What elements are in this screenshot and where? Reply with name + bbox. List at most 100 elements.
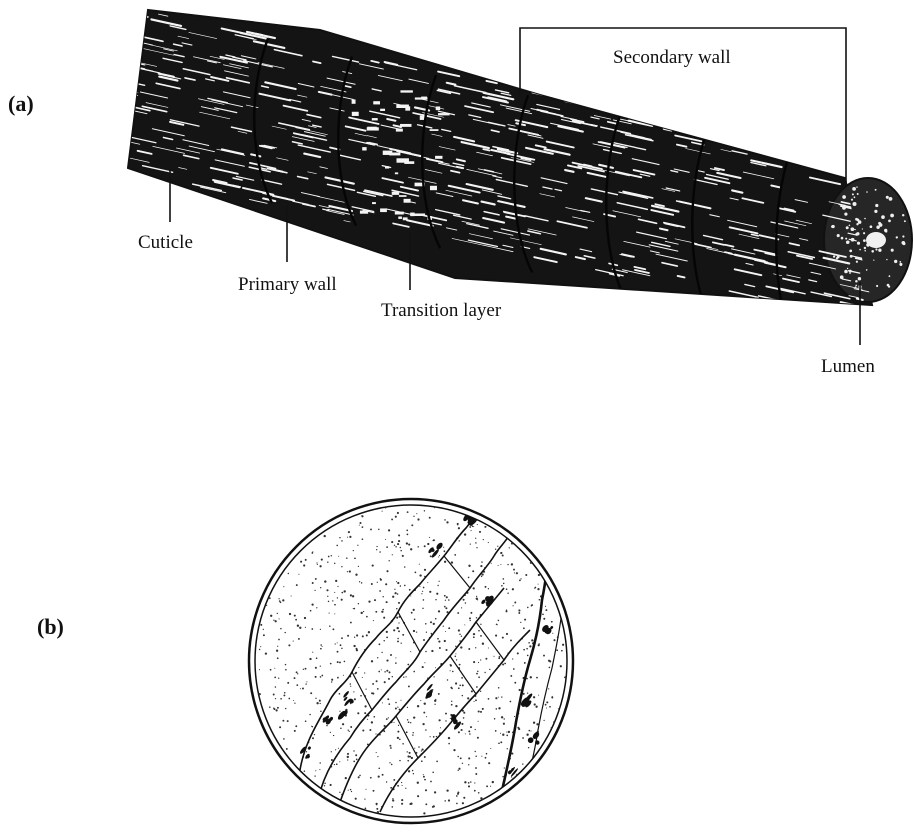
end-face-speck [846, 241, 850, 245]
stipple-dot [376, 549, 377, 550]
stipple-dot [482, 643, 484, 645]
stipple-dot [527, 607, 529, 609]
stipple-dot [484, 672, 485, 673]
stipple-dot [270, 669, 272, 671]
stipple-dot [497, 546, 498, 547]
fiber-streak [817, 150, 832, 153]
stipple-dot [459, 664, 461, 666]
stipple-dot [377, 657, 378, 658]
stipple-dot [395, 702, 397, 704]
stipple-dot [490, 786, 491, 787]
stipple-dot [274, 677, 276, 679]
stipple-dot [534, 703, 536, 705]
stipple-dot [381, 669, 382, 670]
stipple-dot [412, 770, 414, 772]
stipple-dot [372, 683, 374, 685]
stipple-dot [433, 623, 435, 625]
fiber-streak [130, 50, 139, 52]
stipple-dot [488, 698, 490, 700]
stipple-dot [306, 751, 307, 752]
fiber-streak [750, 299, 776, 305]
end-face-speck [899, 261, 901, 263]
stipple-dot [288, 644, 290, 646]
fiber-patch [438, 113, 449, 115]
stipple-dot [425, 623, 427, 625]
stipple-dot [414, 618, 416, 620]
fiber-streak [655, 116, 664, 118]
end-face-speck [879, 223, 883, 227]
stipple-dot [406, 731, 408, 733]
stipple-dot [296, 684, 298, 686]
stipple-dot [335, 643, 336, 644]
end-face-speck [856, 261, 858, 263]
stipple-dot [356, 634, 358, 636]
stipple-dot [320, 648, 322, 650]
stipple-dot [425, 789, 427, 791]
stipple-dot [291, 595, 292, 596]
stipple-dot [424, 703, 426, 705]
stipple-dot [498, 687, 500, 689]
stipple-dot [470, 620, 471, 621]
stipple-dot [314, 590, 315, 591]
stipple-dot [314, 734, 315, 735]
stipple-dot [480, 659, 481, 660]
stipple-dot [309, 658, 311, 660]
stipple-dot [542, 613, 544, 615]
stipple-dot [464, 624, 465, 625]
stipple-dot [382, 609, 384, 611]
stipple-dot [514, 572, 515, 573]
panel-b-label: (b) [37, 614, 64, 639]
stipple-dot [373, 790, 375, 792]
stipple-dot [405, 788, 406, 789]
stipple-dot [365, 789, 366, 790]
stipple-dot [412, 732, 413, 733]
stipple-dot [481, 576, 482, 577]
stipple-dot [305, 559, 307, 561]
fiber-patch [373, 101, 380, 104]
stipple-dot [433, 676, 434, 677]
stipple-dot [460, 646, 462, 648]
end-face-speck [873, 259, 874, 260]
stipple-dot [549, 660, 551, 662]
stipple-dot [455, 682, 457, 684]
stipple-dot [471, 530, 472, 531]
stipple-dot [399, 760, 400, 761]
stipple-dot [395, 546, 397, 548]
stipple-dot [545, 606, 546, 607]
fiber-streak [125, 40, 132, 42]
stipple-dot [320, 629, 321, 630]
stipple-dot [423, 774, 424, 775]
stipple-dot [303, 564, 305, 566]
stipple-dot [297, 673, 298, 674]
stipple-dot [315, 676, 317, 678]
stipple-dot [328, 601, 330, 603]
stipple-dot [355, 798, 357, 800]
stipple-dot [401, 782, 402, 783]
end-face-speck [889, 197, 893, 201]
stipple-dot [412, 734, 413, 735]
stipple-dot [444, 606, 446, 608]
stipple-dot [448, 737, 450, 739]
stipple-dot [300, 561, 302, 563]
stipple-dot [430, 736, 431, 737]
stipple-dot [275, 698, 276, 699]
stipple-dot [373, 716, 375, 718]
stipple-dot [288, 573, 289, 574]
stipple-dot [263, 634, 265, 636]
stipple-dot [355, 754, 357, 756]
stipple-dot [438, 581, 439, 582]
stipple-dot [288, 698, 290, 700]
stipple-dot [383, 640, 384, 641]
stipple-dot [350, 726, 352, 728]
stipple-dot [414, 748, 415, 749]
stipple-dot [488, 647, 489, 648]
stipple-dot [362, 635, 364, 637]
stipple-dot [419, 586, 420, 587]
stipple-dot [373, 620, 374, 621]
stipple-dot [329, 613, 330, 614]
stipple-dot [455, 646, 456, 647]
stipple-dot [522, 737, 524, 739]
stipple-dot [294, 615, 296, 617]
stipple-dot [341, 637, 343, 639]
fiber-streak [629, 108, 640, 110]
